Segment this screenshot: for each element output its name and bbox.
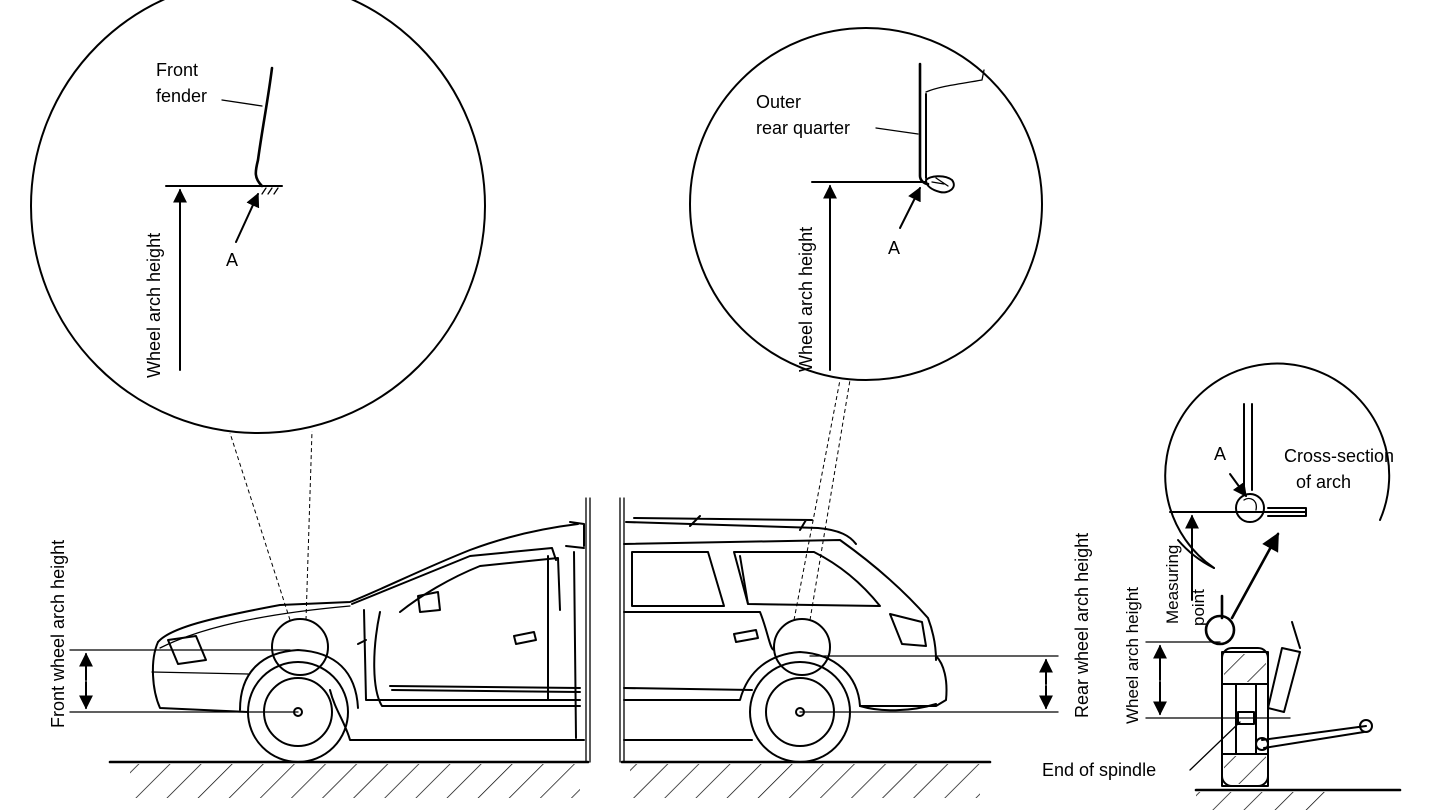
wheel-section-drawing <box>1189 621 1373 787</box>
end-of-spindle-label: End of spindle <box>1042 760 1156 780</box>
outer-rear-quarter-label-2: rear quarter <box>756 118 850 138</box>
rear-wheel-arch-height-dimension <box>799 655 1059 713</box>
ground-front <box>108 760 590 798</box>
front-car-break-line <box>585 497 591 763</box>
ground-wheel-detail <box>1194 788 1402 810</box>
front-wheel-arch-height-dimension <box>69 649 299 713</box>
cross-section-label-1: Cross-section <box>1284 446 1394 466</box>
cross-section-point-a-label: A <box>1214 444 1226 464</box>
rear-car-body <box>623 515 948 763</box>
front-point-a-label: A <box>226 250 238 270</box>
front-detail-wheel-arch-height-label: Wheel arch height <box>144 233 164 378</box>
front-fender-label-2: fender <box>156 86 207 106</box>
wheel-detail-wheel-arch-height-label: Wheel arch height <box>1123 587 1142 724</box>
rear-wheel-arch-height-label: Rear wheel arch height <box>1072 533 1092 718</box>
measuring-point-label-2: point <box>1189 589 1208 626</box>
front-wheel-arch-height-label: Front wheel arch height <box>48 540 68 728</box>
outer-rear-quarter-label-1: Outer <box>756 92 801 112</box>
rear-point-a-label: A <box>888 238 900 258</box>
rear-detail-wheel-arch-height-label: Wheel arch height <box>796 227 816 372</box>
front-fender-label-1: Front <box>156 60 198 80</box>
rear-detail-callout <box>689 27 1043 621</box>
front-car-body <box>151 521 585 763</box>
front-detail-callout <box>30 0 486 621</box>
wheel-detail-arch-height-dimension <box>1145 641 1291 719</box>
ground-rear <box>620 760 992 798</box>
cross-section-label-2: of arch <box>1296 472 1351 492</box>
rear-car-break-line <box>619 497 625 763</box>
measuring-point-label-1: Measuring <box>1163 545 1182 624</box>
cross-section-callout <box>1164 362 1391 646</box>
